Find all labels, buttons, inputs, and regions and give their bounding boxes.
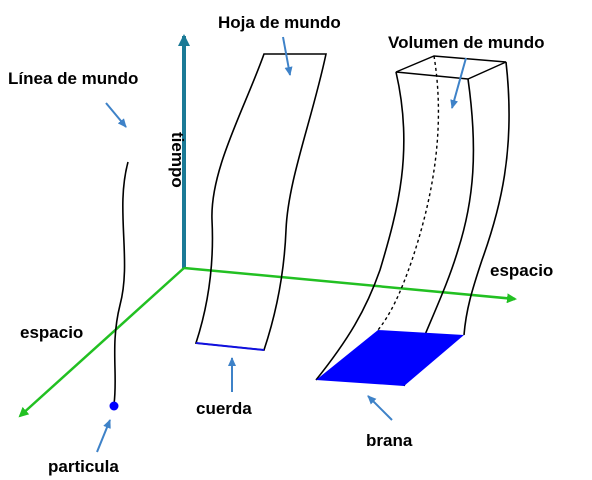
brane-label: brana (366, 431, 413, 450)
string-label: cuerda (196, 399, 252, 418)
world-volume-left-edge (315, 71, 405, 381)
world-line-label: Línea de mundo (8, 69, 138, 88)
space-axis-left (18, 267, 185, 418)
world-volume-right-edge (463, 61, 510, 336)
space-axis-left-label: espacio (20, 323, 83, 342)
particle-dot (109, 401, 119, 411)
world-volume-top (395, 55, 507, 80)
particle-pointer-arrow (96, 419, 111, 453)
world-sheet (194, 53, 327, 351)
world-volume-front-edge (403, 78, 475, 387)
world-volume-pointer-arrow (450, 57, 467, 109)
string-segment (195, 342, 265, 351)
brane-pointer-arrow (367, 395, 393, 421)
world-line-pointer-arrow (105, 102, 127, 128)
particle-label: particula (48, 457, 119, 476)
world-volume-hidden-edge (377, 55, 440, 331)
brane (316, 330, 464, 386)
world-sheet-pointer-arrow (282, 36, 293, 76)
space-axis-right-label: espacio (490, 261, 553, 280)
time-axis-label: tiempo (168, 132, 187, 188)
world-sheet-label: Hoja de mundo (218, 13, 341, 32)
space-axis-right (183, 266, 517, 304)
world-line (113, 161, 129, 405)
world-volume-label: Volumen de mundo (388, 33, 544, 52)
